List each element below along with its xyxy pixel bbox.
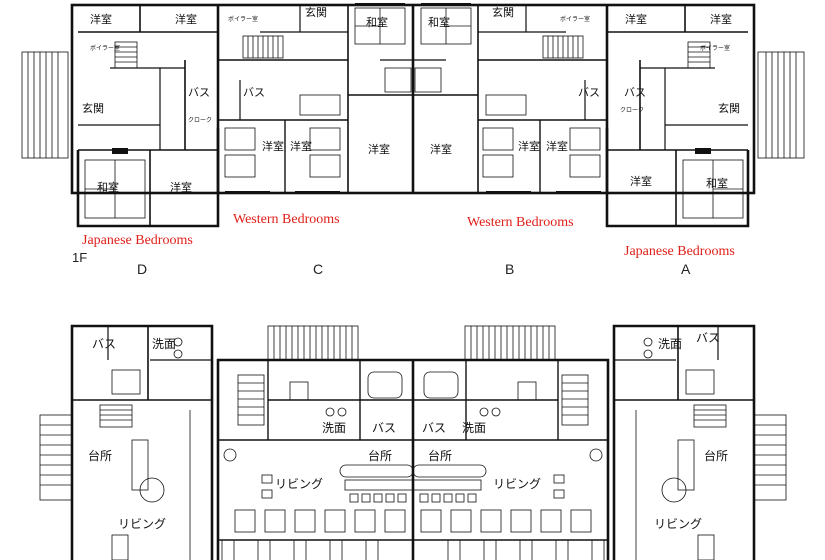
annotation-western-bedrooms-right: Western Bedrooms (467, 215, 574, 230)
room-label-washitsu: 和室 (366, 15, 388, 29)
unit-d-partitions (78, 5, 218, 226)
room-label-yoshitsu: 洋室 (518, 139, 540, 153)
room-label-yoshitsu: 洋室 (630, 174, 652, 188)
room-label-yoshitsu: 洋室 (430, 142, 452, 156)
room-label-yoshitsu: 洋室 (625, 12, 647, 26)
unit-label-b: B (505, 261, 514, 277)
unit-label-d: D (137, 261, 147, 277)
room-label-boiler: ボイラー室 (560, 15, 590, 23)
column-block (112, 148, 128, 154)
first-floor-plan: 洋室 洋室 ボイラー室 玄関 バス クローク 和室 洋室 ボイラー室 玄関 バス… (21, 3, 805, 277)
room-label-boiler: ボイラー室 (228, 15, 258, 23)
room-label-washitsu: 和室 (97, 180, 119, 194)
annotation-western-bedrooms-left: Western Bedrooms (233, 212, 340, 227)
room-label-senmen: 洗面 (322, 421, 346, 435)
unit-a-2f-partitions (614, 326, 754, 560)
room-label-washitsu: 和室 (706, 176, 728, 190)
room-label-cloak: クローク (188, 117, 212, 124)
room-label-living: リビング (654, 517, 702, 531)
room-label-yoshitsu: 洋室 (710, 12, 732, 26)
room-label-cloak: クローク (620, 107, 644, 114)
room-label-yoshitsu: 洋室 (290, 139, 312, 153)
room-label-living: リビング (118, 517, 166, 531)
room-label-washitsu: 和室 (428, 15, 450, 29)
room-label-genkan: 玄関 (82, 101, 104, 115)
room-label-bath: バス (243, 86, 265, 99)
unit-b-partitions (413, 5, 607, 193)
floor-label: 1F (72, 250, 87, 265)
room-label-living: リビング (493, 477, 541, 491)
room-label-senmen: 洗面 (152, 337, 176, 351)
unit-label-a: A (681, 261, 691, 277)
room-label-yoshitsu: 洋室 (170, 180, 192, 194)
room-label-bath: バス (188, 86, 210, 99)
annotation-japanese-bedrooms-right: Japanese Bedrooms (624, 244, 735, 259)
room-label-senmen: 洗面 (462, 421, 486, 435)
room-label-bath: バス (624, 86, 646, 99)
unit-d-2f-partitions (72, 326, 212, 560)
right-terrace (757, 51, 805, 159)
room-label-genkan: 玄関 (305, 5, 327, 19)
room-label-living: リビング (275, 477, 323, 491)
unit-a-2f-wall (612, 324, 756, 560)
second-floor-plan: バス 洗面 台所 リビング 洗面 バス 台所 リビング バス 洗面 台所 リビン… (39, 324, 787, 560)
second-floor-top-balconies (267, 325, 556, 361)
room-label-boiler: ボイラー室 (90, 44, 120, 52)
unit-c-2f-partitions (218, 360, 414, 560)
first-floor-stairs (114, 35, 711, 69)
room-label-daidokoro: 台所 (368, 448, 392, 463)
room-label-daidokoro: 台所 (88, 448, 112, 463)
room-label-bath: バス (372, 421, 396, 435)
room-label-daidokoro: 台所 (704, 448, 728, 463)
room-label-senmen: 洗面 (658, 337, 682, 351)
room-label-yoshitsu: 洋室 (262, 139, 284, 153)
room-label-bath: バス (696, 331, 720, 345)
room-label-daidokoro: 台所 (428, 448, 452, 463)
room-label-boiler: ボイラー室 (700, 44, 730, 52)
room-label-bath: バス (422, 421, 446, 435)
unit-c-partitions (218, 5, 413, 193)
room-label-bath: バス (578, 86, 600, 99)
room-label-bath: バス (92, 337, 116, 351)
room-label-genkan: 玄関 (718, 101, 740, 115)
room-label-yoshitsu: 洋室 (368, 142, 390, 156)
unit-b-2f-partitions (412, 360, 608, 560)
left-terrace (21, 51, 69, 159)
first-floor-beds (224, 94, 601, 178)
annotation-japanese-bedrooms-left: Japanese Bedrooms (82, 233, 193, 248)
room-label-yoshitsu: 洋室 (90, 12, 112, 26)
column-block (695, 148, 711, 154)
first-floor-top-windows (225, 3, 601, 193)
first-floor-tatami (84, 7, 744, 219)
room-label-yoshitsu: 洋室 (546, 139, 568, 153)
room-label-yoshitsu: 洋室 (175, 12, 197, 26)
room-label-genkan: 玄関 (492, 5, 514, 19)
unit-d-2f-wall (70, 324, 214, 560)
unit-label-c: C (313, 261, 323, 277)
